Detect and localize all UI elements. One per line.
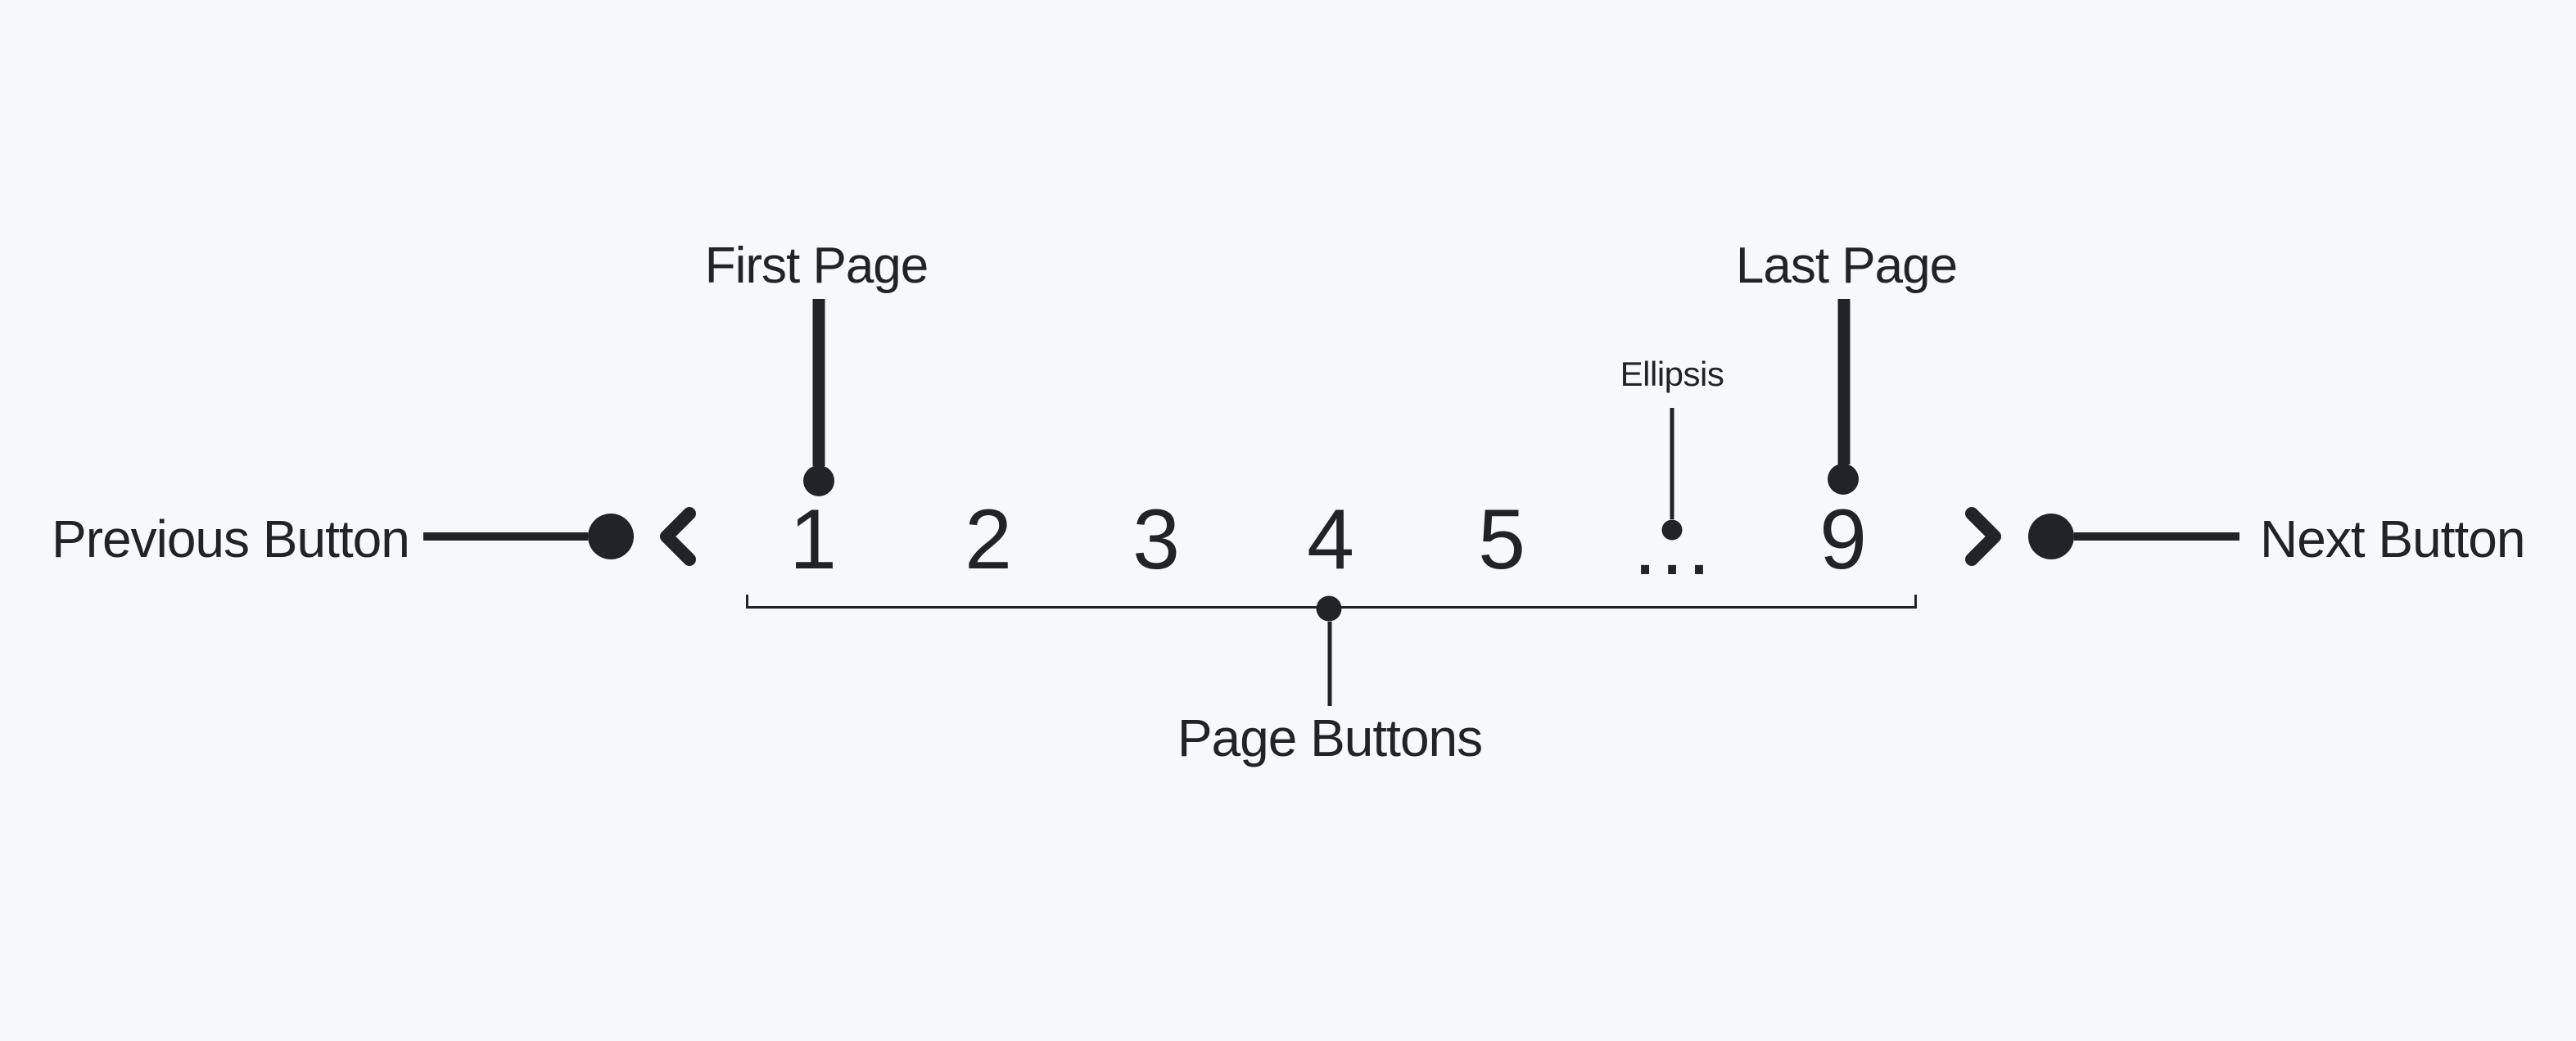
last-page-callout-line <box>1837 299 1851 464</box>
previous-button-label: Previous Button <box>52 509 410 568</box>
chevron-left-icon <box>660 507 696 566</box>
page-button-1[interactable]: 1 <box>789 492 837 587</box>
page-buttons-bracket-dot <box>1316 595 1342 622</box>
previous-callout-dot <box>588 514 634 559</box>
ellipsis-callout-line <box>1670 408 1674 519</box>
page-button-4[interactable]: 4 <box>1307 492 1354 587</box>
first-page-label: First Page <box>704 238 929 294</box>
next-button-label: Next Button <box>2260 509 2525 568</box>
page-button-5[interactable]: 5 <box>1478 492 1525 587</box>
next-callout-dot <box>2028 514 2074 559</box>
previous-callout-line <box>423 532 588 541</box>
page-button-9[interactable]: 9 <box>1819 492 1867 587</box>
last-page-label: Last Page <box>1735 238 1958 294</box>
first-page-callout-line <box>812 299 825 466</box>
page-button-2[interactable]: 2 <box>965 492 1012 587</box>
next-callout-line <box>2074 532 2239 541</box>
chevron-right-icon <box>1965 507 2001 566</box>
last-page-callout-dot <box>1828 464 1859 495</box>
first-page-callout-dot <box>803 465 834 496</box>
ellipsis-label: Ellipsis <box>1620 355 1724 393</box>
page-buttons-label: Page Buttons <box>1177 708 1483 767</box>
next-page-button[interactable] <box>1965 507 2004 566</box>
previous-page-button[interactable] <box>657 507 696 566</box>
page-button-3[interactable]: 3 <box>1132 492 1180 587</box>
ellipsis-callout-dot <box>1661 519 1683 541</box>
page-buttons-callout-line <box>1327 622 1332 706</box>
